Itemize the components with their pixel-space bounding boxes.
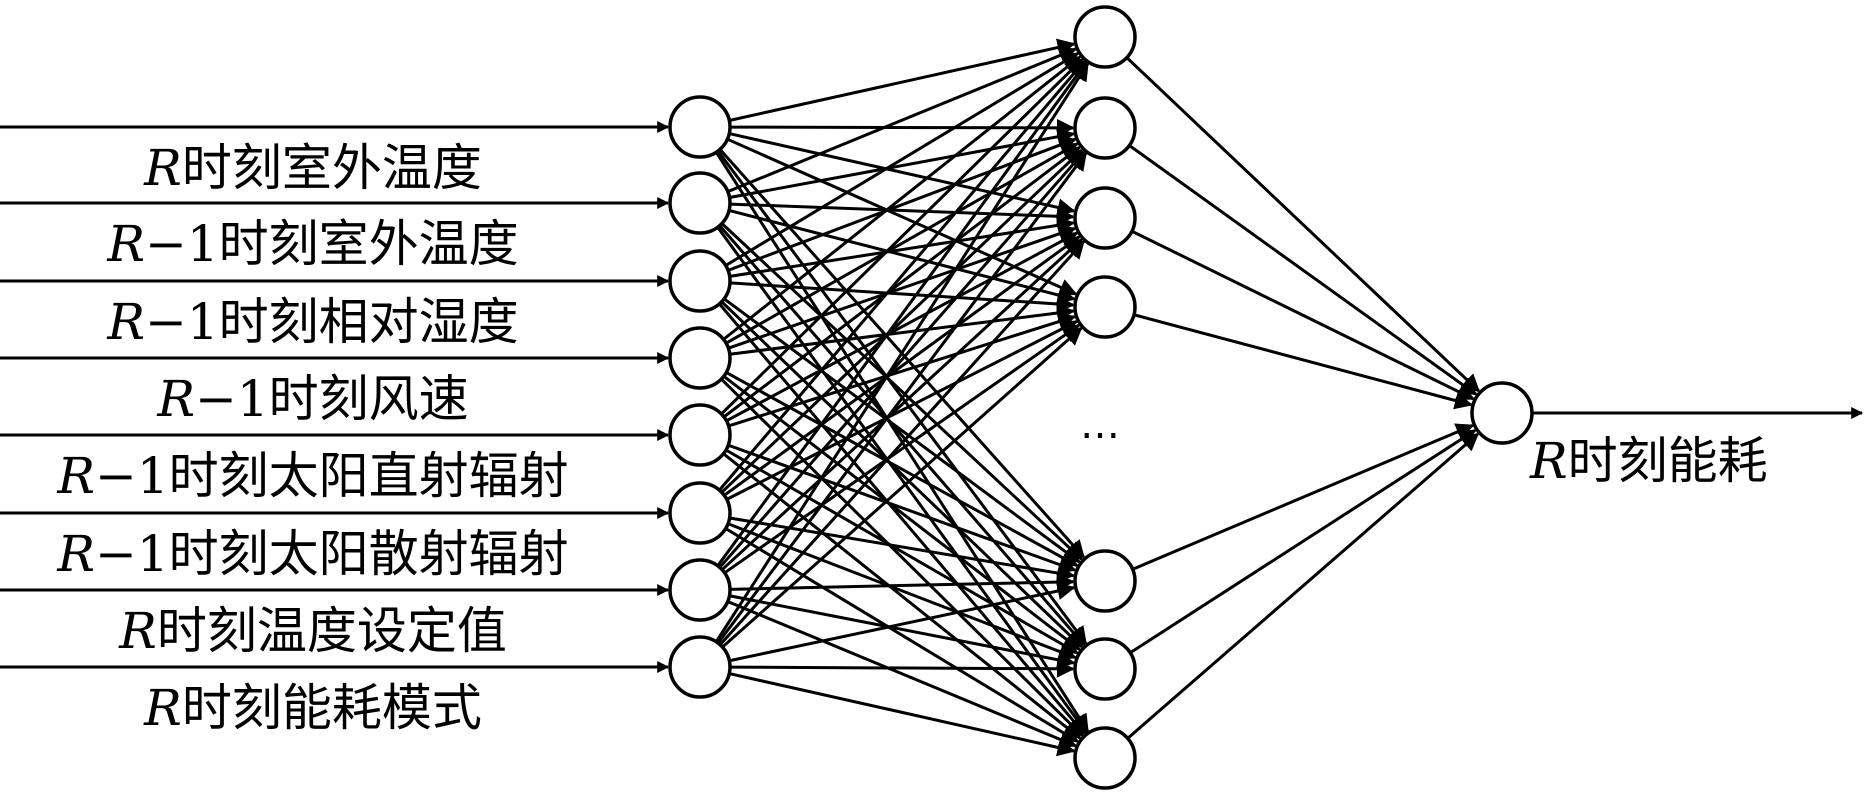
- hidden-ellipsis: …: [1080, 402, 1120, 448]
- link-input-7-hidden-7: [727, 600, 1078, 748]
- link-input-4-hidden-1: [722, 55, 1082, 341]
- link-input-8-hidden-4: [721, 327, 1083, 649]
- input-label-4: R−1时刻风速: [156, 370, 468, 428]
- link-input-8-hidden-3: [718, 240, 1085, 646]
- link-input-7-hidden-6: [729, 594, 1076, 669]
- link-input-8-hidden-1: [714, 62, 1089, 643]
- link-input-5-hidden-3: [725, 231, 1079, 423]
- hidden-node-5: [1073, 549, 1137, 613]
- link-input-8-hidden-5: [729, 582, 1076, 663]
- input-labels: R时刻室外温度 R−1时刻室外温度 R−1时刻相对湿度 R−1时刻风速 R−1时刻太阳直…: [56, 139, 568, 737]
- input-node-7: [668, 558, 732, 622]
- hidden-node-3: [1073, 186, 1137, 250]
- link-input-3-hidden-6: [720, 300, 1084, 649]
- link-hidden-6-output: [1129, 429, 1477, 655]
- link-input-4-hidden-5: [725, 371, 1079, 567]
- link-hidden-1-output: [1125, 56, 1481, 393]
- link-input-4-hidden-3: [727, 225, 1077, 350]
- link-input-3-hidden-1: [724, 52, 1080, 267]
- output-node: [1470, 381, 1534, 445]
- link-hidden-2-output: [1128, 144, 1478, 396]
- output-label: R时刻能耗: [1529, 432, 1768, 490]
- link-input-3-hidden-2: [727, 136, 1077, 272]
- link-input-6-hidden-5: [729, 516, 1076, 582]
- input-hidden-links: [714, 38, 1089, 757]
- link-hidden-7-output: [1126, 432, 1480, 740]
- link-input-7-hidden-2: [718, 150, 1086, 569]
- link-input-1-hidden-3: [728, 132, 1076, 217]
- input-node-5: [668, 403, 732, 467]
- link-input-1-hidden-2: [729, 118, 1075, 137]
- link-hidden-4-output: [1133, 313, 1473, 410]
- link-input-5-hidden-6: [725, 448, 1079, 655]
- hidden-node-1: [1073, 5, 1137, 69]
- link-input-2-hidden-5: [720, 222, 1083, 561]
- link-input-5-hidden-5: [727, 443, 1077, 574]
- link-input-5-hidden-2: [723, 146, 1081, 419]
- hidden-node-7: [1073, 726, 1137, 790]
- input-node-3: [668, 249, 732, 313]
- link-input-3-hidden-5: [723, 297, 1081, 564]
- link-input-8-hidden-7: [728, 672, 1076, 757]
- hidden-node-4: [1073, 275, 1137, 339]
- input-label-2: R−1时刻室外温度: [106, 215, 518, 273]
- output-label-var: R: [1529, 432, 1568, 490]
- link-input-2-hidden-1: [727, 46, 1078, 194]
- link-input-6-hidden-1: [718, 60, 1086, 492]
- link-input-4-hidden-6: [722, 375, 1082, 651]
- link-input-4-hidden-2: [725, 142, 1079, 345]
- network-nodes: [668, 5, 1534, 790]
- input-node-2: [668, 171, 732, 235]
- output-label-text: 时刻能耗: [1568, 432, 1768, 490]
- link-input-6-hidden-4: [726, 320, 1079, 501]
- link-input-2-hidden-2: [729, 127, 1076, 200]
- link-input-7-hidden-3: [721, 238, 1083, 571]
- link-input-7-hidden-4: [723, 324, 1081, 575]
- input-node-4: [668, 326, 732, 390]
- link-input-5-hidden-1: [720, 58, 1084, 416]
- input-node-1: [668, 95, 732, 159]
- input-label-1: R时刻室外温度: [143, 139, 482, 197]
- hidden-node-2: [1073, 96, 1137, 160]
- link-input-6-hidden-7: [724, 527, 1080, 743]
- hidden-node-6: [1073, 637, 1137, 701]
- link-input-1-hidden-1: [728, 38, 1076, 122]
- hidden-output-links: [1125, 56, 1481, 740]
- input-label-3: R−1时刻相对湿度: [106, 293, 518, 351]
- input-label-5: R−1时刻太阳直射辐射: [56, 447, 568, 505]
- link-input-6-hidden-2: [720, 148, 1084, 494]
- link-input-7-hidden-1: [716, 61, 1088, 567]
- input-label-7: R时刻温度设定值: [118, 602, 507, 660]
- link-input-5-hidden-4: [728, 312, 1077, 428]
- link-hidden-3-output: [1131, 229, 1475, 401]
- link-input-3-hidden-3: [729, 216, 1076, 278]
- input-node-6: [668, 481, 732, 545]
- link-hidden-5-output: [1132, 423, 1475, 571]
- input-label-8: R时刻能耗模式: [143, 679, 482, 737]
- link-input-6-hidden-6: [727, 522, 1077, 661]
- input-node-8: [668, 635, 732, 699]
- link-input-4-hidden-7: [720, 378, 1084, 737]
- link-input-5-hidden-7: [722, 452, 1082, 740]
- link-input-8-hidden-6: [729, 659, 1075, 678]
- input-label-6: R−1时刻太阳散射辐射: [56, 525, 568, 583]
- link-input-6-hidden-3: [723, 235, 1081, 497]
- link-input-8-hidden-2: [716, 152, 1087, 644]
- input-arrows: [0, 121, 670, 673]
- link-input-1-hidden-4: [726, 137, 1078, 296]
